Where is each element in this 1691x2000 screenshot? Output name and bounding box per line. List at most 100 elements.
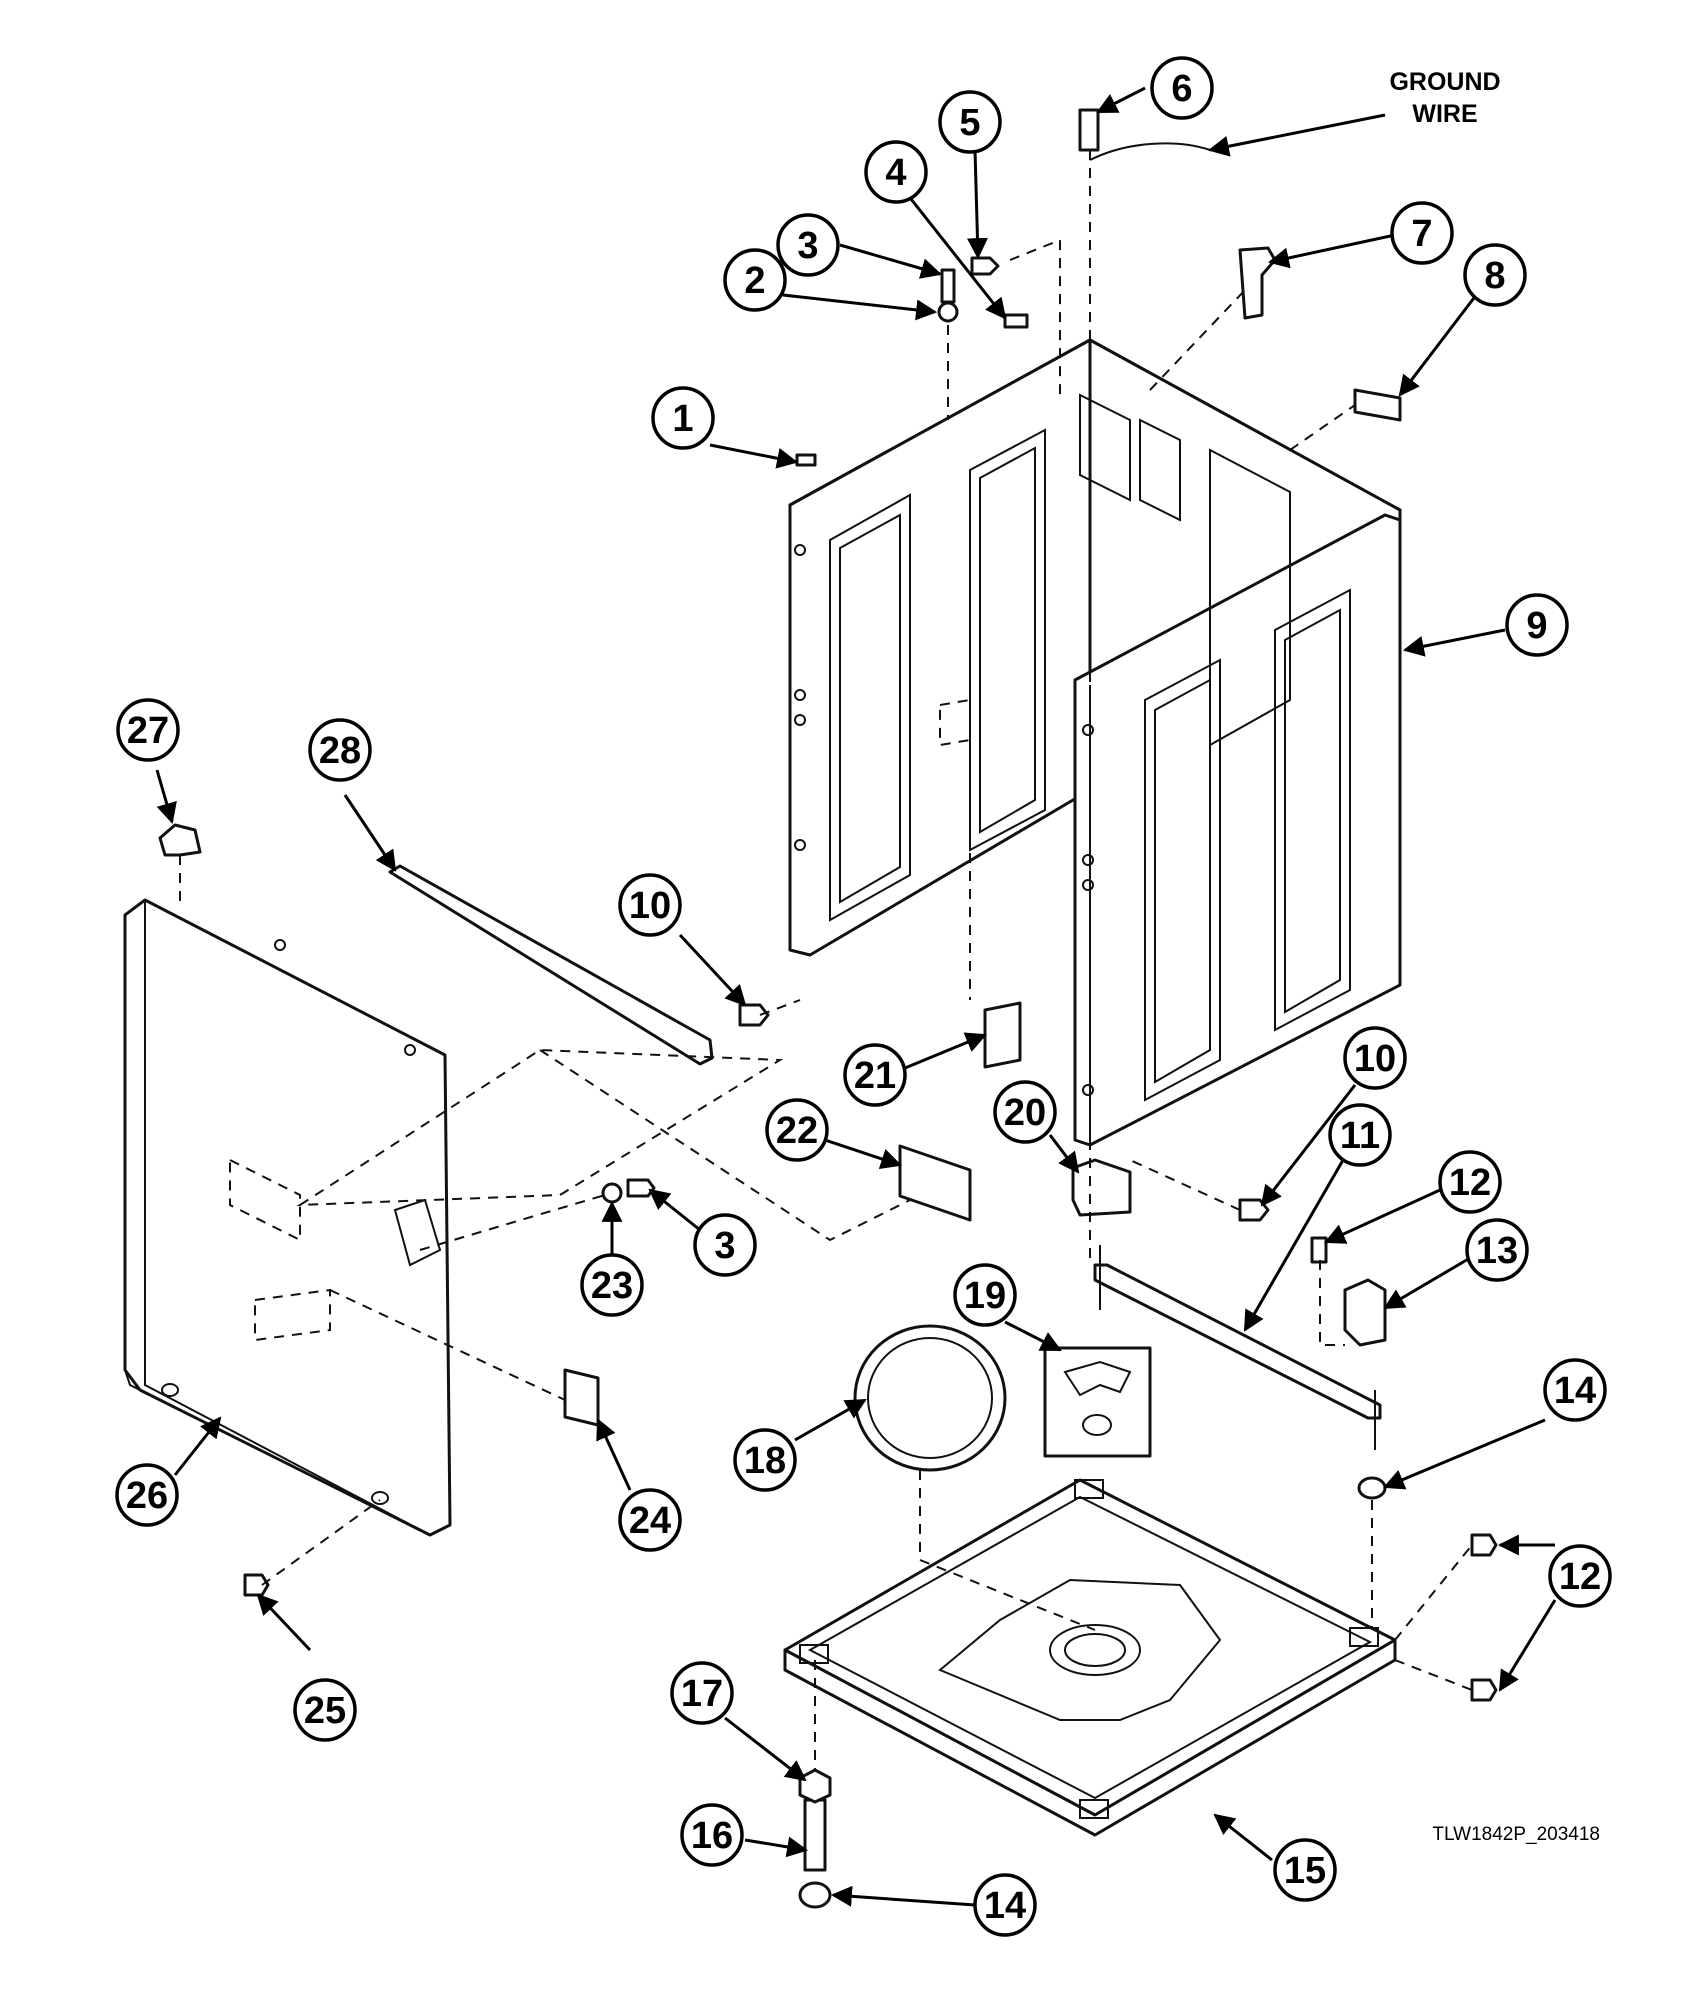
callout-9: 9	[1505, 593, 1569, 657]
callout-22: 22	[765, 1098, 829, 1162]
spacer-2	[937, 301, 959, 323]
callout-5-text: 5	[959, 102, 980, 144]
leader-lines	[155, 86, 1557, 1907]
clip-27	[158, 823, 202, 857]
callout-6-text: 6	[1171, 68, 1192, 110]
leg-16	[803, 1798, 827, 1872]
callout-21: 21	[843, 1043, 907, 1107]
callout-27: 27	[116, 698, 180, 762]
callout-4-text: 4	[885, 152, 906, 194]
callout-18: 18	[733, 1428, 797, 1492]
screw-3-bottom	[626, 1178, 656, 1198]
screw-6	[1078, 108, 1100, 152]
callout-24-text: 24	[629, 1500, 671, 1542]
callout-9-text: 9	[1526, 605, 1547, 647]
callout-7: 7	[1390, 201, 1454, 265]
callout-7-text: 7	[1411, 213, 1432, 255]
front-rail	[388, 864, 714, 1066]
callout-26: 26	[115, 1463, 179, 1527]
callout-6: 6	[1150, 56, 1214, 120]
callout-5: 5	[938, 90, 1002, 154]
bracket-7	[1238, 246, 1277, 320]
callout-14-bottom: 14	[973, 1873, 1037, 1937]
callout-23-text: 23	[591, 1265, 633, 1307]
rod-11	[1093, 1263, 1382, 1420]
drawing-code: TLW1842P_203418	[1432, 1824, 1600, 1845]
callout-10-left: 10	[618, 873, 682, 937]
callout-8: 8	[1463, 243, 1527, 307]
callout-15: 15	[1273, 1838, 1337, 1902]
front-panel-body	[123, 898, 452, 1537]
screw-10-left	[738, 1003, 770, 1027]
callout-16: 16	[680, 1803, 744, 1867]
callout-3-top: 3	[776, 213, 840, 277]
bumper-14-bottom	[798, 1881, 832, 1909]
callout-1-text: 1	[672, 398, 693, 440]
callout-17-text: 17	[681, 1673, 723, 1715]
callout-14-bottom-text: 14	[984, 1885, 1026, 1927]
ground-wire	[1089, 142, 1211, 161]
kit-19-box	[1043, 1346, 1152, 1458]
callout-19-text: 19	[964, 1275, 1006, 1317]
callout-2: 2	[723, 248, 787, 312]
cabinet	[788, 338, 1402, 1147]
callout-4: 4	[864, 140, 928, 204]
callout-28: 28	[308, 718, 372, 782]
callout-12-top-text: 12	[1449, 1162, 1491, 1204]
callout-24: 24	[618, 1488, 682, 1552]
base	[783, 1478, 1397, 1837]
cabinet-back-left-wall	[788, 338, 1092, 957]
callout-3-top-text: 3	[797, 225, 818, 267]
bracket-20	[1071, 1158, 1132, 1217]
pad-4	[1003, 313, 1029, 329]
ring-18	[853, 1324, 1007, 1472]
callout-17: 17	[670, 1661, 734, 1725]
callout-21-text: 21	[854, 1055, 896, 1097]
callout-26-text: 26	[126, 1475, 168, 1517]
callout-11-text: 11	[1340, 1115, 1380, 1157]
screw-5	[970, 256, 1000, 276]
callout-8-text: 8	[1484, 255, 1505, 297]
callout-14-right: 14	[1543, 1358, 1607, 1422]
screw-12-top	[1310, 1236, 1328, 1264]
callout-13-text: 13	[1476, 1230, 1518, 1272]
screw-25	[243, 1573, 270, 1597]
callout-3-bottom-text: 3	[714, 1225, 735, 1267]
ground-wire-label-line2: WIRE	[1412, 100, 1477, 128]
label-21	[983, 1001, 1022, 1069]
callout-25: 25	[293, 1678, 357, 1742]
callout-25-text: 25	[304, 1690, 346, 1732]
callout-20: 20	[993, 1080, 1057, 1144]
callout-20-text: 20	[1004, 1092, 1046, 1134]
callout-10-left-text: 10	[629, 885, 671, 927]
callout-12-right-text: 12	[1559, 1556, 1601, 1598]
base-frame	[783, 1478, 1397, 1817]
screw-3-top	[940, 268, 956, 304]
cabinet-side-panel	[1073, 513, 1402, 1147]
spacer-23	[601, 1182, 623, 1204]
nut-17	[798, 1768, 832, 1804]
callout-16-text: 16	[691, 1815, 733, 1857]
screw-12-lower-right	[1470, 1678, 1498, 1702]
callout-13: 13	[1465, 1218, 1529, 1282]
callout-28-text: 28	[319, 730, 361, 772]
callout-3-bottom: 3	[693, 1213, 757, 1277]
callout-23: 23	[580, 1253, 644, 1317]
callout-10-right: 10	[1343, 1026, 1407, 1090]
callout-12-top: 12	[1438, 1150, 1502, 1214]
callout-19: 19	[953, 1263, 1017, 1327]
callout-11: 11	[1328, 1103, 1392, 1167]
front-panel	[123, 898, 452, 1537]
callout-14-right-text: 14	[1554, 1370, 1596, 1412]
label-22	[898, 1144, 972, 1222]
callout-27-text: 27	[127, 710, 169, 752]
callout-22-text: 22	[776, 1110, 818, 1152]
callout-1: 1	[651, 386, 715, 450]
callout-15-text: 15	[1284, 1850, 1326, 1892]
bracket-13	[1343, 1278, 1387, 1347]
label-8	[1353, 388, 1402, 422]
callout-10-right-text: 10	[1354, 1038, 1396, 1080]
screw-12-upper-right	[1470, 1533, 1498, 1557]
callout-18-text: 18	[744, 1440, 786, 1482]
